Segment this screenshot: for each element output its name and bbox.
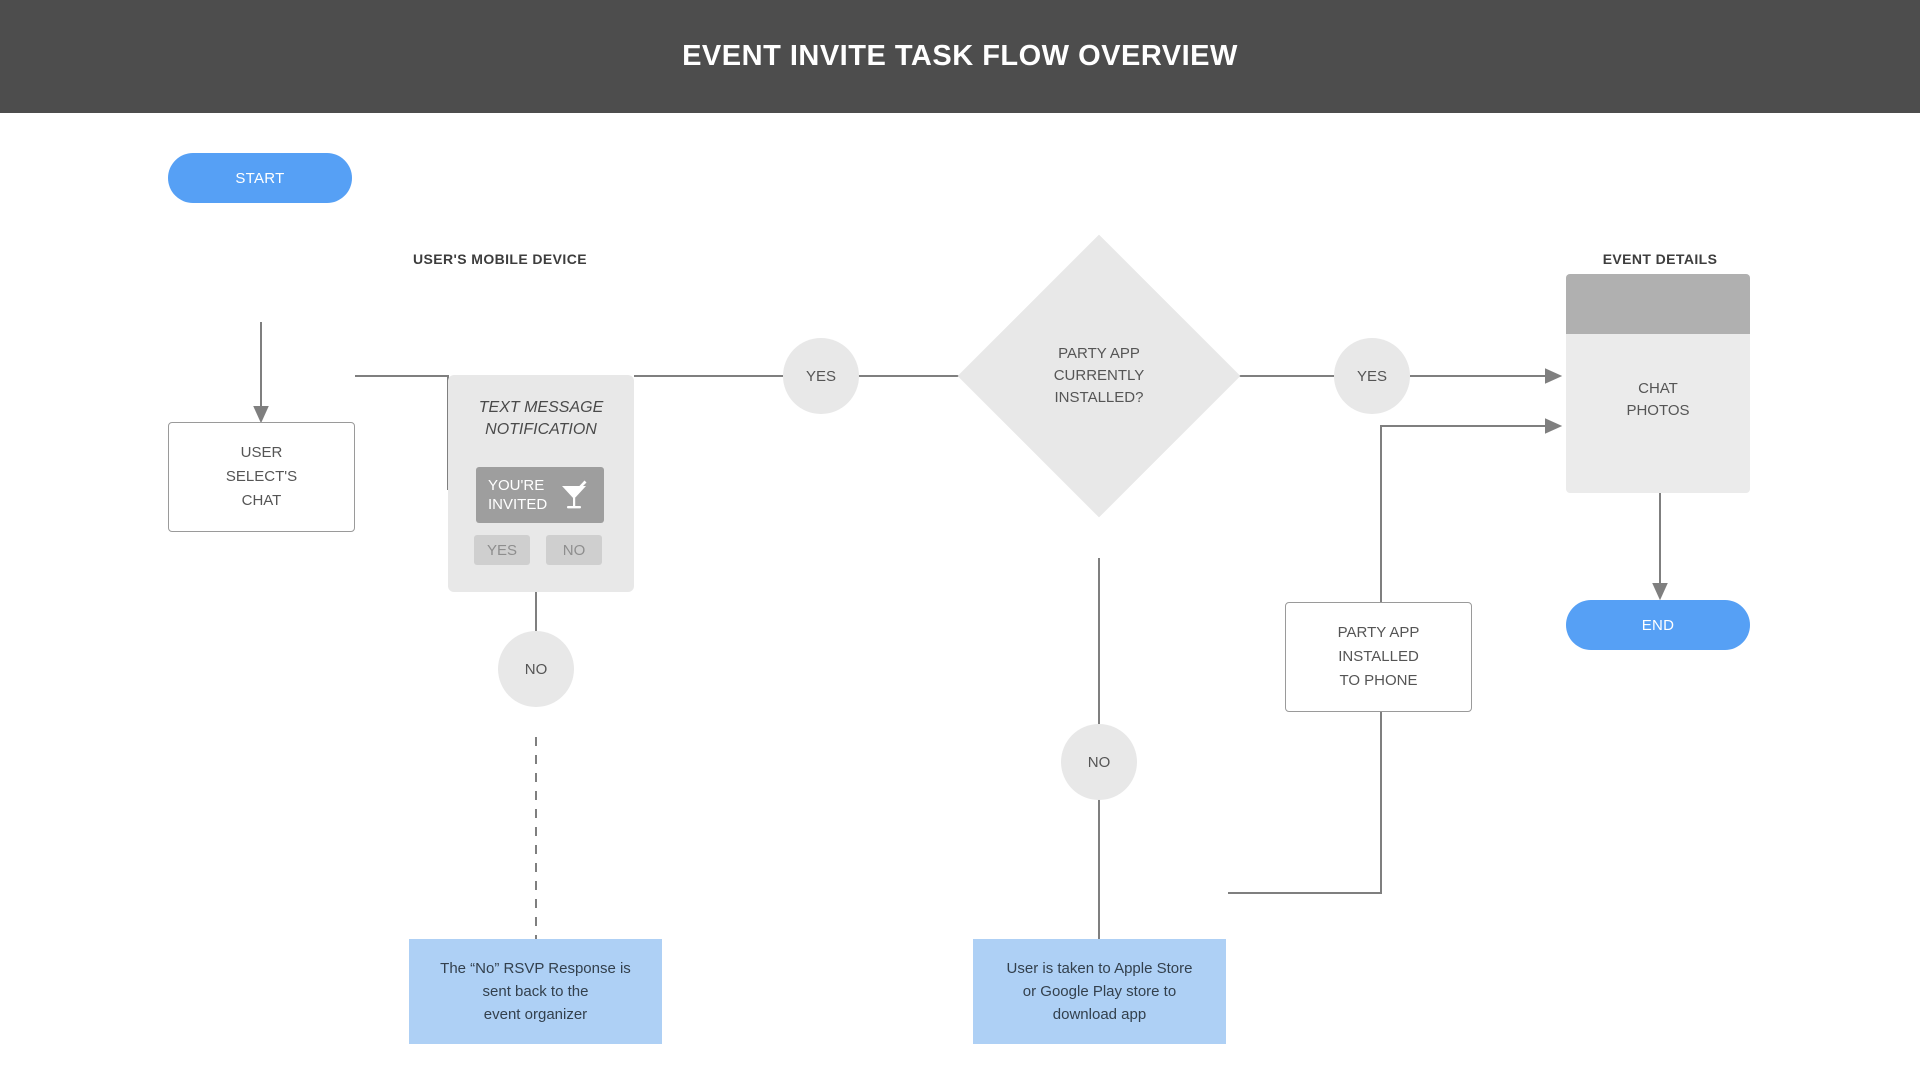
- chat-photos-label: CHAT PHOTOS: [1626, 379, 1690, 419]
- phone-no-label: NO: [562, 541, 586, 559]
- flowchart-canvas: START USER SELECT'S CHAT USER'S MOBILE D…: [0, 113, 1920, 1080]
- user-selects-chat-label: USER SELECT'S CHAT: [225, 444, 298, 509]
- decision-node[interactable]: PARTY APP CURRENTLY INSTALLED?: [957, 234, 1241, 518]
- end-label: END: [1641, 616, 1675, 634]
- connector-no-rsvp-label: NO: [524, 660, 548, 678]
- start-label: START: [235, 169, 285, 187]
- phone-no-button[interactable]: NO: [546, 535, 602, 565]
- note-store-download: User is taken to Apple Store or Google P…: [973, 939, 1226, 1044]
- connector-yes-rsvp-label: YES: [805, 367, 836, 385]
- phone-yes-label: YES: [486, 541, 517, 559]
- user-selects-chat-node[interactable]: USER SELECT'S CHAT: [168, 422, 355, 532]
- edge-userchat-to-phone-top: [355, 375, 449, 490]
- start-node[interactable]: START: [168, 153, 352, 203]
- note-no-rsvp: The “No” RSVP Response is sent back to t…: [409, 939, 662, 1044]
- connector-yes-install: YES: [1334, 338, 1410, 414]
- connector-yes-rsvp: YES: [783, 338, 859, 414]
- page-title: EVENT INVITE TASK FLOW OVERVIEW: [682, 40, 1238, 72]
- invite-card-text: YOU'RE INVITED: [488, 477, 548, 513]
- decision-label: PARTY APP CURRENTLY INSTALLED?: [1053, 345, 1145, 406]
- page-header: EVENT INVITE TASK FLOW OVERVIEW: [0, 0, 1920, 113]
- event-details-header-band: [1566, 274, 1750, 334]
- martini-glass-icon: [552, 473, 596, 517]
- event-details-panel[interactable]: CHAT PHOTOS: [1566, 274, 1750, 493]
- note-store-download-text: User is taken to Apple Store or Google P…: [1006, 960, 1193, 1023]
- party-app-installed-node[interactable]: PARTY APP INSTALLED TO PHONE: [1285, 602, 1472, 712]
- invite-card[interactable]: YOU'RE INVITED: [476, 467, 604, 523]
- connector-no-install-label: NO: [1087, 753, 1111, 771]
- end-node[interactable]: END: [1566, 600, 1750, 650]
- group-label-event-details: EVENT DETAILS: [1602, 251, 1718, 267]
- connector-no-install: NO: [1061, 724, 1137, 800]
- connector-yes-install-label: YES: [1356, 367, 1387, 385]
- group-label-mobile-device: USER'S MOBILE DEVICE: [413, 251, 587, 267]
- connector-no-rsvp: NO: [498, 631, 574, 707]
- mobile-device-panel: TEXT MESSAGE NOTIFICATION YOU'RE INVITED…: [448, 375, 634, 592]
- party-app-installed-label: PARTY APP INSTALLED TO PHONE: [1337, 624, 1420, 689]
- text-message-notification-caption: TEXT MESSAGE NOTIFICATION: [478, 399, 604, 438]
- phone-yes-button[interactable]: YES: [474, 535, 530, 565]
- note-no-rsvp-text: The “No” RSVP Response is sent back to t…: [440, 960, 631, 1023]
